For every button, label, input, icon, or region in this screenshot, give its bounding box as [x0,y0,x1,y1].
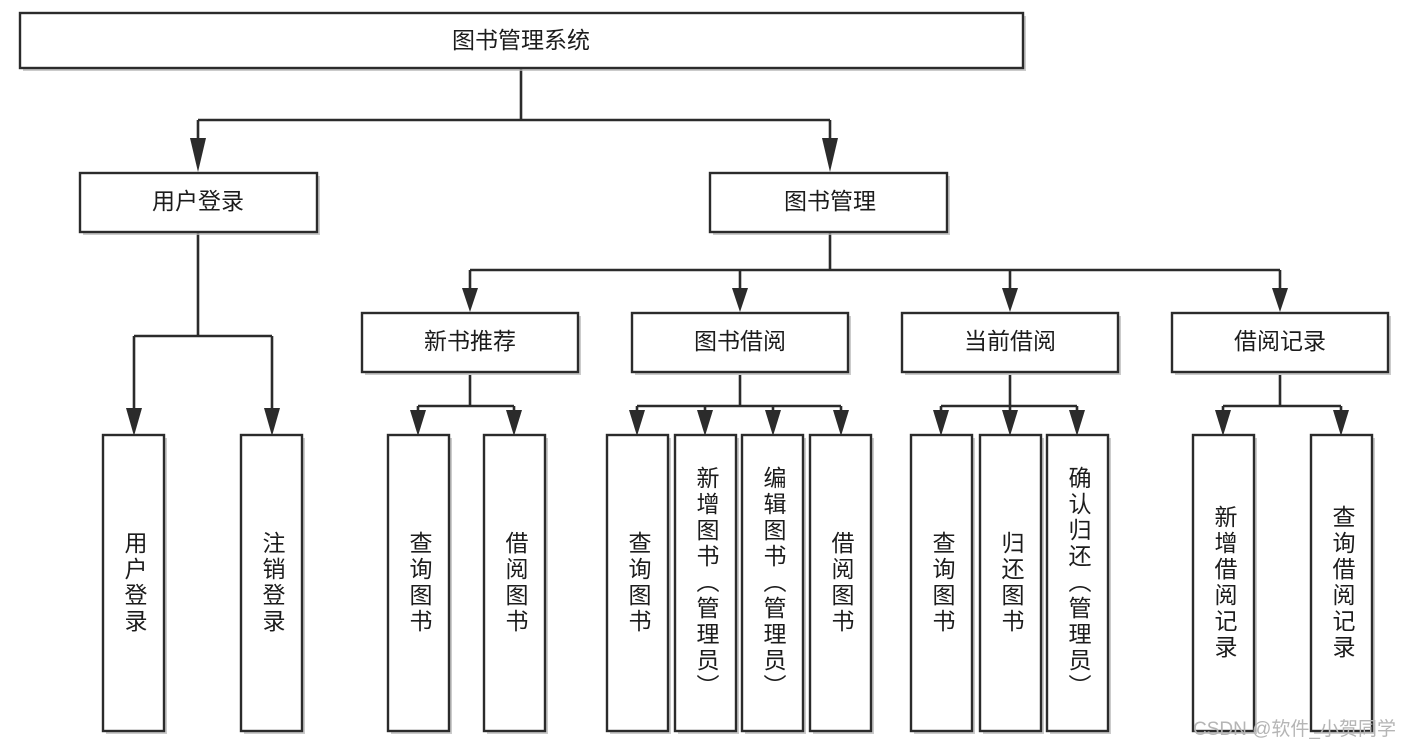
leaf-query-book-bb-box [605,433,670,733]
arrow-head-leaf-query-book-bb [629,410,645,436]
book-management-box [708,171,949,234]
leaf-node-user-login[interactable]: 用户登录 [101,433,167,734]
leaf-confirm-return-box [1045,433,1110,733]
connector-group-borrow-record-leaves [1215,375,1349,436]
leaf-query-record-label: 查询借阅记录 [1329,505,1356,661]
node-root-book-management-system[interactable]: 图书管理系统 [18,11,1026,71]
connector-group-book-manage [462,232,1288,312]
leaf-add-book-box [673,433,738,733]
leaf-add-book-label: 新增图书（管理员） [693,466,720,700]
book-management-label: 图书管理 [784,188,876,214]
book-borrow-label: 图书借阅 [694,328,786,354]
node-book-management[interactable]: 图书管理 [708,171,950,235]
leaf-user-login-box [101,433,166,733]
arrow-head-new-book-recommend [462,288,478,312]
connector-group-current-borrow-leaves [933,375,1085,436]
leaf-node-query-book-current[interactable]: 查询图书 [909,433,975,734]
node-new-book-recommend[interactable]: 新书推荐 [360,311,581,375]
arrow-head-leaf-query-record [1333,410,1349,436]
leaf-add-record-label: 新增借阅记录 [1211,505,1238,661]
root-label: 图书管理系统 [452,27,590,53]
leaf-node-borrow-book-recommend[interactable]: 借阅图书 [482,433,548,734]
leaf-add-record-box [1191,433,1256,733]
new-book-recommend-label: 新书推荐 [424,328,516,354]
leaf-confirm-return-label: 确认归还（管理员） [1065,466,1092,700]
arrow-head-book-borrow [732,288,748,312]
borrow-record-box [1170,311,1390,374]
leaf-node-return-book[interactable]: 归还图书 [978,433,1044,734]
watermark-label: CSDN @软件_小贺同学 [1193,718,1396,740]
connector-group-root [190,68,838,172]
node-current-borrow[interactable]: 当前借阅 [900,311,1121,375]
user-login-label: 用户登录 [152,188,244,214]
leaf-query-book-cb-label: 查询图书 [929,531,956,635]
leaf-node-borrow-book[interactable]: 借阅图书 [808,433,874,734]
arrow-head-current-borrow [1002,288,1018,312]
leaf-edit-book-label: 编辑图书（管理员） [760,466,787,700]
leaf-node-add-book[interactable]: 新增图书（管理员） [673,433,739,734]
leaf-node-logout[interactable]: 注销登录 [239,433,305,734]
leaf-return-book-label: 归还图书 [998,531,1025,635]
leaf-borrow-book-nb-box [482,433,547,733]
node-borrow-record[interactable]: 借阅记录 [1170,311,1391,375]
arrow-head-leaf-query-book-nb [410,410,426,436]
arrow-head-leaf-edit-book [765,410,781,436]
leaf-node-query-book-recommend[interactable]: 查询图书 [386,433,452,734]
leaf-user-login-label: 用户登录 [121,531,148,635]
arrow-head-book-manage [822,138,838,172]
arrow-head-leaf-borrow-book-bb [833,410,849,436]
arrow-head-user-login [190,138,206,172]
arrow-head-leaf-return-book [1002,410,1018,436]
leaf-query-book-nb-label: 查询图书 [406,531,433,635]
root-box [18,11,1025,70]
leaf-logout-label: 注销登录 [259,531,286,635]
leaf-borrow-book-nb-label: 借阅图书 [502,531,529,635]
arrow-head-leaf-confirm-return [1069,410,1085,436]
arrow-head-leaf-query-book-cb [933,410,949,436]
leaf-node-query-book-borrow[interactable]: 查询图书 [605,433,671,734]
leaf-node-confirm-return[interactable]: 确认归还（管理员） [1045,433,1111,734]
arrow-head-leaf-add-record [1215,410,1231,436]
leaf-query-record-box [1309,433,1374,733]
leaf-node-edit-book[interactable]: 编辑图书（管理员） [740,433,806,734]
borrow-record-label: 借阅记录 [1234,328,1326,354]
arrow-head-borrow-record [1272,288,1288,312]
arrow-head-leaf-borrow-book-nb [506,410,522,436]
leaf-query-book-nb-box [386,433,451,733]
leaf-node-query-borrow-record[interactable]: 查询借阅记录 [1309,433,1375,734]
connector-group-book-borrow-leaves [629,375,849,436]
current-borrow-box [900,311,1120,374]
new-book-recommend-box [360,311,580,374]
node-user-login[interactable]: 用户登录 [78,171,320,235]
user-login-box [78,171,319,234]
leaf-return-book-box [978,433,1043,733]
current-borrow-label: 当前借阅 [964,328,1056,354]
arrow-head-leaf-user-login [126,408,142,436]
book-borrow-box [630,311,850,374]
leaf-query-book-cb-box [909,433,974,733]
leaf-edit-book-box [740,433,805,733]
arrow-head-leaf-add-book [697,410,713,436]
node-book-borrow[interactable]: 图书借阅 [630,311,851,375]
leaf-borrow-book-bb-box [808,433,873,733]
leaf-logout-box [239,433,304,733]
arrow-head-leaf-logout [264,408,280,436]
connector-group-user-login-leaves [126,232,280,436]
leaf-borrow-book-bb-label: 借阅图书 [828,531,855,635]
leaf-node-add-borrow-record[interactable]: 新增借阅记录 [1191,433,1257,734]
leaf-query-book-bb-label: 查询图书 [625,531,652,635]
connector-group-new-book-leaves [410,375,522,436]
